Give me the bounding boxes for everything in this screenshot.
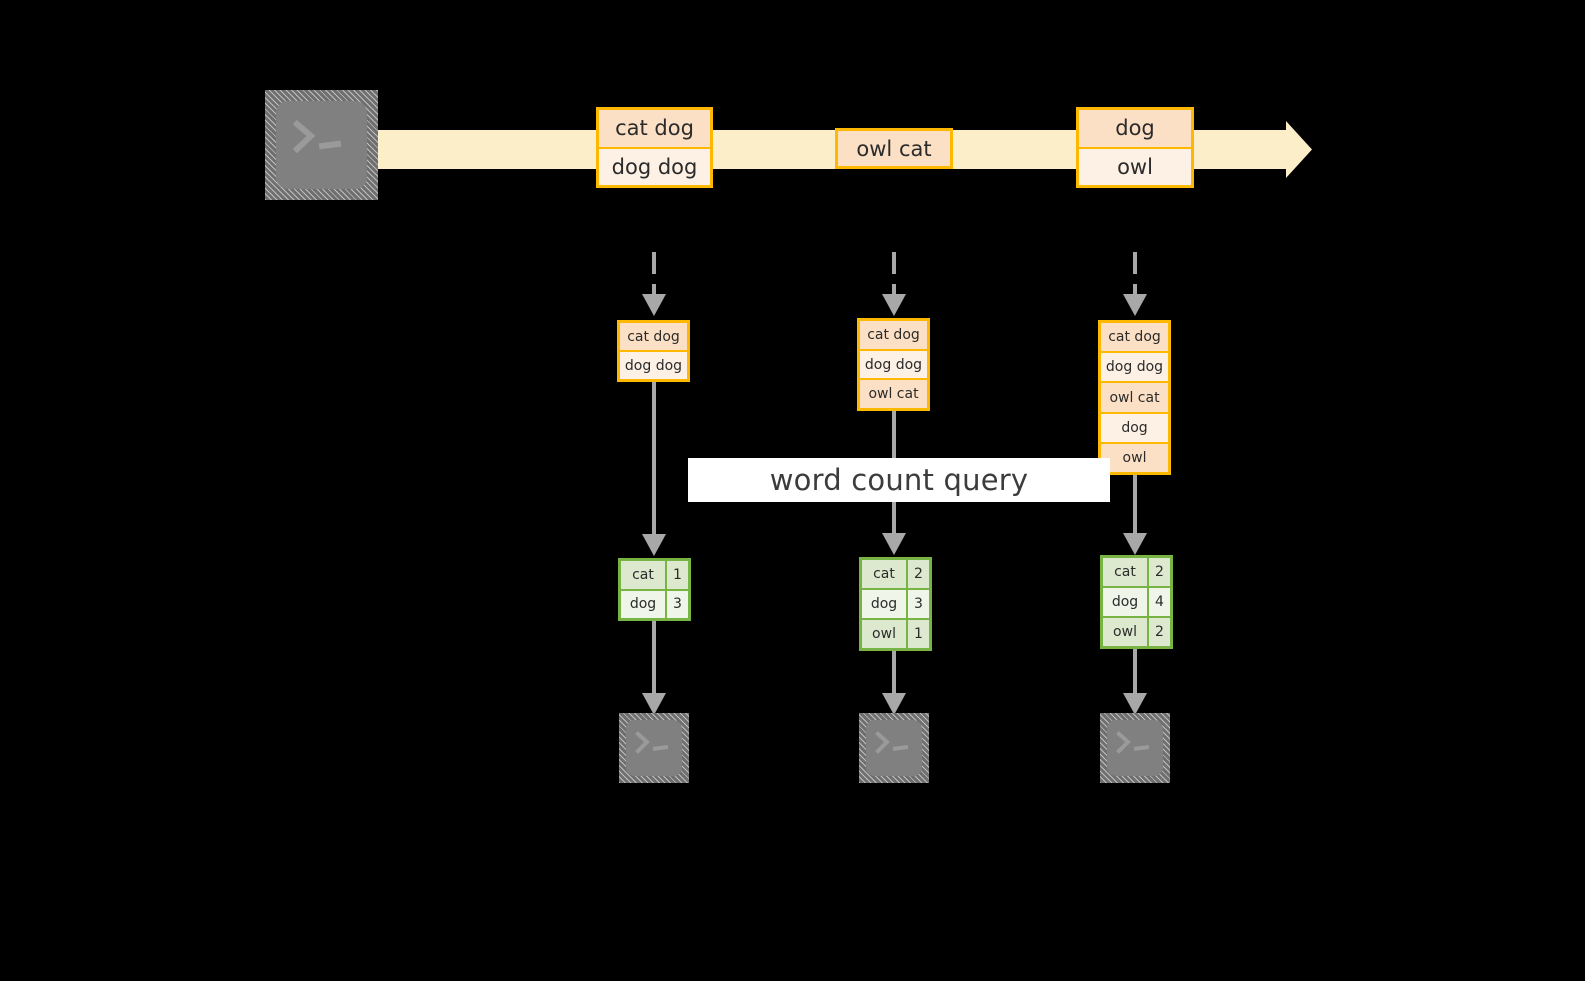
stream-event-1[interactable]: cat dog dog dog (596, 107, 713, 188)
snapshot-input-line: cat dog (620, 323, 687, 352)
snapshot-input-line: owl cat (860, 380, 927, 409)
count-word: owl (862, 620, 908, 648)
snapshot-2-input-block[interactable]: cat dog dog dog owl cat (857, 318, 930, 411)
snapshot-input-line: cat dog (860, 321, 927, 351)
snapshot-2-consumer-terminal-icon[interactable] (859, 713, 929, 783)
count-word: dog (1103, 588, 1149, 616)
table-row: dog 4 (1103, 588, 1170, 618)
stream-event-line: owl cat (838, 131, 950, 166)
count-word: dog (621, 590, 667, 618)
count-value: 2 (908, 560, 929, 588)
event-stream-arrowhead (1286, 121, 1312, 178)
stream-event-line: dog dog (599, 148, 710, 185)
snapshot-2-count-table[interactable]: cat 2 dog 3 owl 1 (859, 557, 932, 651)
table-row: dog 3 (862, 590, 929, 620)
snapshot-input-line: dog dog (620, 352, 687, 379)
stream-event-2[interactable]: owl cat (835, 128, 953, 169)
count-value: 2 (1149, 558, 1170, 586)
snapshot-1-consumer-connector (642, 621, 666, 715)
table-row: cat 2 (1103, 558, 1170, 588)
stream-event-3[interactable]: dog owl (1076, 107, 1194, 188)
count-value: 1 (667, 561, 688, 589)
stream-event-line: owl (1079, 148, 1191, 185)
producer-terminal-icon[interactable] (265, 90, 378, 200)
snapshot-1-consumer-terminal-icon[interactable] (619, 713, 689, 783)
count-word: cat (862, 560, 908, 588)
count-value: 3 (667, 590, 688, 618)
table-row: dog 3 (621, 590, 688, 618)
count-value: 1 (908, 620, 929, 648)
count-word: cat (621, 561, 667, 589)
snapshot-input-line: owl cat (1101, 383, 1168, 414)
table-row: cat 2 (862, 560, 929, 590)
terminal-prompt-glyph (635, 731, 669, 754)
table-row: owl 2 (1103, 618, 1170, 646)
table-row: owl 1 (862, 620, 929, 648)
snapshot-input-line: dog dog (860, 350, 927, 381)
query-label-text: word count query (769, 463, 1029, 497)
count-word: owl (1103, 618, 1149, 646)
terminal-prompt-glyph (1116, 731, 1150, 754)
stream-event-line: cat dog (599, 110, 710, 149)
terminal-prompt-glyph (292, 119, 342, 154)
table-row: cat 1 (621, 561, 688, 591)
snapshot-3-input-block[interactable]: cat dog dog dog owl cat dog owl (1098, 320, 1171, 475)
snapshot-2-consumer-connector (882, 651, 906, 715)
terminal-prompt-glyph (875, 731, 909, 754)
snapshot-3-consumer-connector (1123, 649, 1147, 715)
stream-event-line: dog (1079, 110, 1191, 149)
snapshot-input-line: dog (1101, 413, 1168, 444)
snapshot-1-query-connector (642, 382, 666, 556)
snapshot-input-line: cat dog (1101, 323, 1168, 354)
count-value: 3 (908, 590, 929, 618)
count-word: cat (1103, 558, 1149, 586)
snapshot-1-count-table[interactable]: cat 1 dog 3 (618, 558, 691, 621)
snapshot-1-stream-connector (642, 252, 666, 316)
count-value: 2 (1149, 618, 1170, 646)
snapshot-input-line: owl (1101, 443, 1168, 473)
snapshot-1-input-block[interactable]: cat dog dog dog (617, 320, 690, 382)
snapshot-input-line: dog dog (1101, 353, 1168, 384)
count-value: 4 (1149, 588, 1170, 616)
snapshot-3-stream-connector (1123, 252, 1147, 316)
snapshot-3-query-connector (1123, 475, 1147, 555)
snapshot-3-consumer-terminal-icon[interactable] (1100, 713, 1170, 783)
query-label: word count query (688, 458, 1110, 502)
snapshot-2-stream-connector (882, 252, 906, 316)
count-word: dog (862, 590, 908, 618)
snapshot-3-count-table[interactable]: cat 2 dog 4 owl 2 (1100, 555, 1173, 649)
